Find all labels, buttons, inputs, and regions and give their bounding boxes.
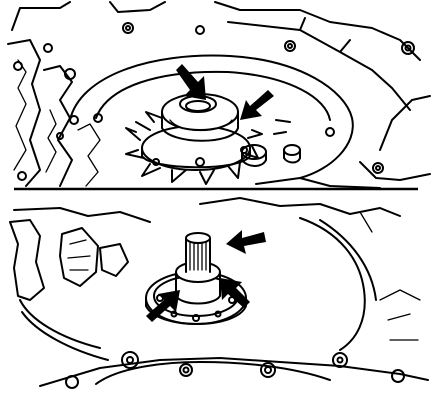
top-right-housing — [299, 95, 431, 189]
bottom-case-bore — [19, 217, 377, 361]
top-arrow-hub-left — [176, 64, 206, 100]
bottom-input-shaft — [175, 232, 221, 305]
bottom-arrow-shaft-tip — [226, 230, 266, 254]
top-panel — [7, 1, 431, 189]
top-accessory-parts — [195, 119, 301, 167]
bottom-arrow-collar-left — [146, 290, 180, 322]
bottom-arrow-collar-right — [220, 278, 250, 308]
top-case-bore-inner — [95, 70, 331, 121]
bottom-bolt-bosses — [65, 351, 405, 389]
top-case-outline — [11, 1, 421, 61]
bottom-callout-arrows — [146, 230, 266, 322]
top-sprocket-assembly — [125, 93, 263, 185]
bottom-case-top-edge — [13, 197, 401, 223]
top-callout-arrows — [176, 64, 274, 120]
top-valve-body — [7, 39, 103, 187]
top-bolt-flange-top — [227, 17, 411, 111]
bottom-flange-inner — [95, 361, 331, 385]
top-bolt-holes — [17, 22, 415, 181]
bottom-right-web — [359, 211, 421, 341]
top-arrow-hub-right — [240, 90, 274, 120]
bottom-left-bracket — [9, 219, 129, 301]
bottom-flange — [39, 357, 429, 387]
bottom-panel — [9, 197, 429, 389]
top-case-bore — [69, 54, 354, 185]
